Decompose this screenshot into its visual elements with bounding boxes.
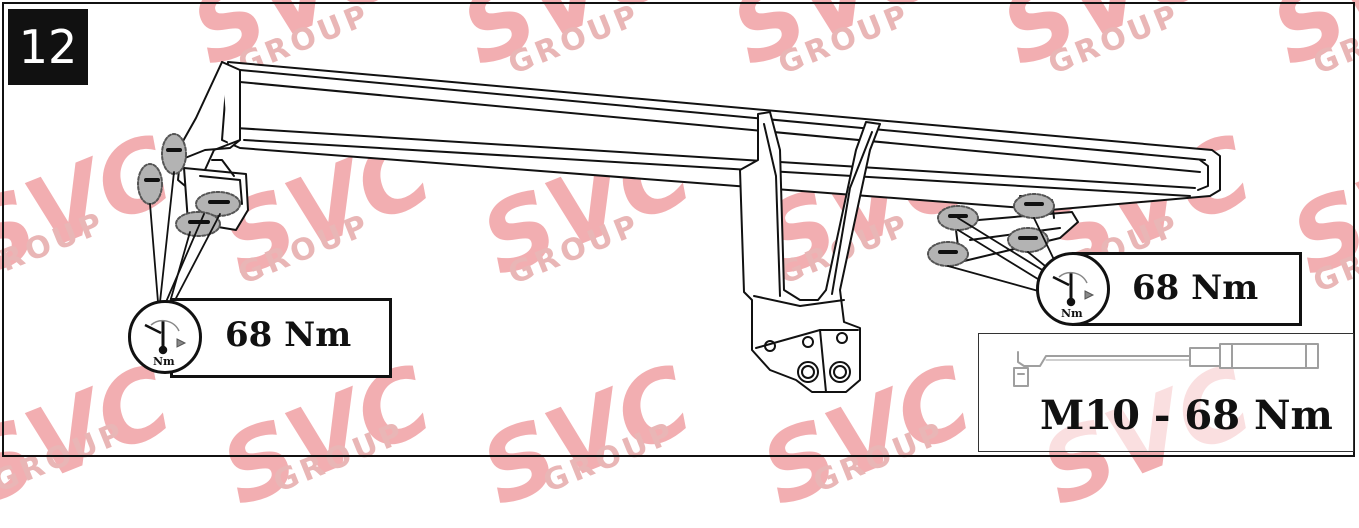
torque-wrench-icon: Nm [1036, 252, 1110, 326]
sensor-torque-spec: M10 - 68 Nm [1040, 392, 1333, 439]
tow-bar-drawing [137, 61, 1319, 393]
torque-wrench-icon: Nm [128, 300, 202, 374]
center-hitch-bracket [739, 111, 881, 393]
cross-beam [177, 61, 1221, 211]
torque-callout-right [1072, 252, 1302, 326]
step-number-badge: 12 [8, 9, 88, 85]
torque-icon-unit: Nm [153, 355, 175, 368]
leader-lines [149, 171, 1059, 303]
diagram-frame [2, 2, 1355, 457]
torque-icon-unit: Nm [1061, 307, 1083, 320]
torque-value-left: 68 Nm [225, 315, 352, 355]
torque-value-right: 68 Nm [1132, 268, 1259, 308]
sensor-spec-panel [978, 333, 1354, 452]
left-bolt-group [137, 133, 241, 237]
